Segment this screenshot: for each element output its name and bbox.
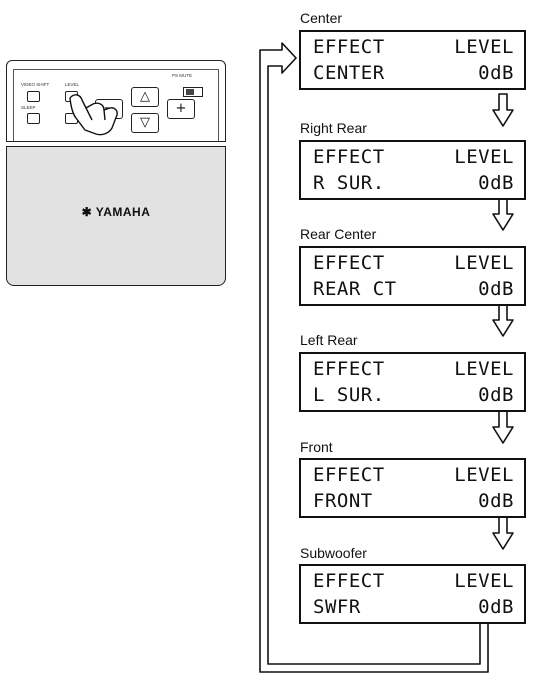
display-mode-text: EFFECT bbox=[313, 36, 385, 58]
lcd-display: EFFECT LEVEL FRONT 0dB bbox=[299, 458, 526, 518]
display-value-text: 0dB bbox=[478, 596, 514, 618]
brand-name: YAMAHA bbox=[95, 205, 151, 219]
down-arrow-icon bbox=[492, 303, 514, 337]
remote-control: VIDEO SHIFT LEVEL PS MUTE SLEEP − △ ▽ + … bbox=[6, 60, 228, 290]
display-line-1: EFFECT LEVEL bbox=[313, 570, 514, 596]
plus-button[interactable]: + bbox=[167, 99, 195, 119]
sleep-button[interactable] bbox=[27, 113, 40, 124]
down-button[interactable]: ▽ bbox=[131, 113, 159, 133]
display-channel-text: CENTER bbox=[313, 62, 385, 84]
mute-slider[interactable] bbox=[183, 87, 203, 97]
display-line-1: EFFECT LEVEL bbox=[313, 358, 514, 384]
display-param-text: LEVEL bbox=[454, 570, 514, 592]
lcd-display: EFFECT LEVEL CENTER 0dB bbox=[299, 30, 526, 90]
display-param-text: LEVEL bbox=[454, 358, 514, 380]
display-channel-text: FRONT bbox=[313, 490, 373, 512]
display-channel-text: SWFR bbox=[313, 596, 361, 618]
remote-panel-frame bbox=[13, 69, 219, 141]
display-line-2: CENTER 0dB bbox=[313, 62, 514, 88]
minus-button[interactable]: − bbox=[95, 99, 123, 119]
lcd-display: EFFECT LEVEL L SUR. 0dB bbox=[299, 352, 526, 412]
display-line-1: EFFECT LEVEL bbox=[313, 464, 514, 490]
display-line-2: REAR CT 0dB bbox=[313, 278, 514, 304]
display-mode-text: EFFECT bbox=[313, 252, 385, 274]
display-value-text: 0dB bbox=[478, 172, 514, 194]
display-line-1: EFFECT LEVEL bbox=[313, 36, 514, 62]
video-shift-label: VIDEO SHIFT bbox=[21, 82, 50, 87]
down-arrow-icon bbox=[492, 93, 514, 127]
slider-knob bbox=[186, 89, 194, 95]
down-arrow-icon bbox=[492, 516, 514, 550]
step-label: Right Rear bbox=[300, 120, 367, 136]
display-line-2: FRONT 0dB bbox=[313, 490, 514, 516]
step-label: Center bbox=[300, 10, 343, 26]
display-value-text: 0dB bbox=[478, 278, 514, 300]
display-line-2: L SUR. 0dB bbox=[313, 384, 514, 410]
video-shift-button[interactable] bbox=[27, 91, 40, 102]
display-param-text: LEVEL bbox=[454, 146, 514, 168]
step-label: Subwoofer bbox=[300, 545, 367, 561]
display-channel-text: R SUR. bbox=[313, 172, 385, 194]
display-value-text: 0dB bbox=[478, 62, 514, 84]
level-label: LEVEL bbox=[65, 82, 80, 87]
effect-button[interactable] bbox=[65, 113, 78, 124]
down-arrow-icon bbox=[492, 410, 514, 444]
level-button[interactable] bbox=[65, 91, 78, 102]
mute-label: PS MUTE bbox=[172, 73, 193, 78]
lcd-display: EFFECT LEVEL SWFR 0dB bbox=[299, 564, 526, 624]
display-mode-text: EFFECT bbox=[313, 464, 385, 486]
display-value-text: 0dB bbox=[478, 490, 514, 512]
display-param-text: LEVEL bbox=[454, 252, 514, 274]
lcd-display: EFFECT LEVEL R SUR. 0dB bbox=[299, 140, 526, 200]
display-channel-text: REAR CT bbox=[313, 278, 397, 300]
display-line-1: EFFECT LEVEL bbox=[313, 252, 514, 278]
up-button[interactable]: △ bbox=[131, 87, 159, 107]
display-param-text: LEVEL bbox=[454, 36, 514, 58]
down-arrow-icon bbox=[492, 197, 514, 231]
yamaha-logo: ✱ YAMAHA bbox=[7, 205, 225, 219]
tuning-fork-logo-icon: ✱ bbox=[81, 205, 96, 219]
display-value-text: 0dB bbox=[478, 384, 514, 406]
display-line-2: R SUR. 0dB bbox=[313, 172, 514, 198]
lcd-display: EFFECT LEVEL REAR CT 0dB bbox=[299, 246, 526, 306]
remote-button-panel: VIDEO SHIFT LEVEL PS MUTE SLEEP − △ ▽ + bbox=[6, 60, 226, 142]
display-param-text: LEVEL bbox=[454, 464, 514, 486]
step-label: Rear Center bbox=[300, 226, 377, 242]
remote-lower-body: ✱ YAMAHA bbox=[6, 146, 226, 286]
display-channel-text: L SUR. bbox=[313, 384, 385, 406]
step-label: Front bbox=[300, 439, 333, 455]
step-label: Left Rear bbox=[300, 332, 358, 348]
display-line-1: EFFECT LEVEL bbox=[313, 146, 514, 172]
display-mode-text: EFFECT bbox=[313, 146, 385, 168]
display-line-2: SWFR 0dB bbox=[313, 596, 514, 622]
display-mode-text: EFFECT bbox=[313, 570, 385, 592]
display-mode-text: EFFECT bbox=[313, 358, 385, 380]
sleep-label: SLEEP bbox=[21, 105, 36, 110]
